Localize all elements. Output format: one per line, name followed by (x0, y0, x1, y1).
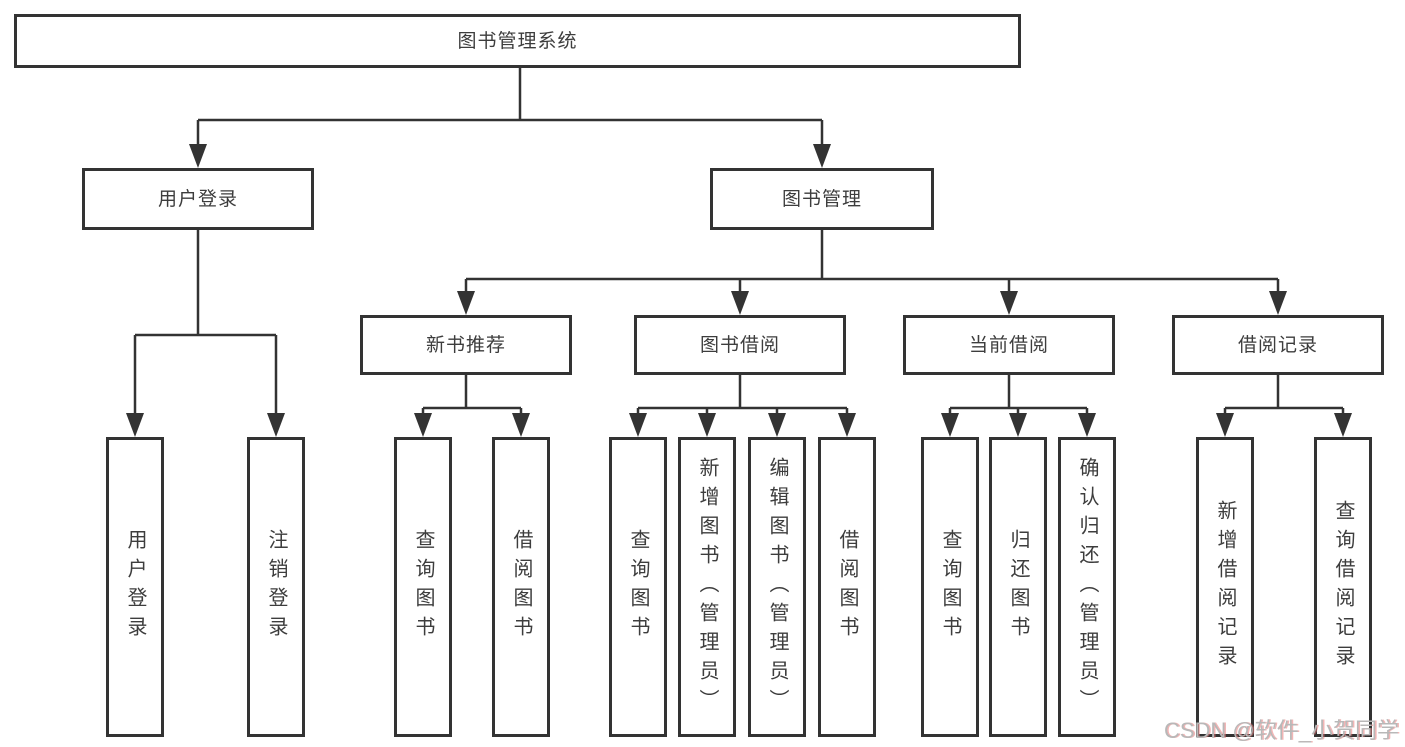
watermark-text: CSDN @软件_小贺同学 (1163, 718, 1399, 743)
node-root: 图书管理系统 (14, 14, 1021, 68)
node-current-borrowing-label: 当前借阅 (968, 334, 1049, 356)
leaf-add-book-admin-label: 新增图书（管理员） (696, 456, 718, 718)
leaf-borrow-books-borrowing-label: 借阅图书 (836, 529, 858, 645)
node-current-borrowing: 当前借阅 (903, 315, 1115, 375)
leaf-query-books-borrowing-label: 查询图书 (627, 529, 649, 645)
leaf-add-borrow-record-label: 新增借阅记录 (1214, 500, 1236, 674)
leaf-borrow-books-recommend-label: 借阅图书 (510, 529, 532, 645)
leaf-return-books-label: 归还图书 (1007, 529, 1029, 645)
leaf-borrow-books-recommend: 借阅图书 (492, 437, 550, 737)
node-user-login-label: 用户登录 (157, 188, 238, 210)
arrowhead-icons (126, 144, 1352, 437)
node-book-borrowing: 图书借阅 (634, 315, 846, 375)
node-book-management-label: 图书管理 (781, 188, 862, 210)
node-root-label: 图书管理系统 (457, 30, 578, 52)
leaf-query-books-recommend: 查询图书 (394, 437, 452, 737)
leaf-query-books-recommend-label: 查询图书 (412, 529, 434, 645)
leaf-user-login: 用户登录 (106, 437, 164, 737)
node-book-borrowing-label: 图书借阅 (699, 334, 780, 356)
leaf-query-books-current-label: 查询图书 (939, 529, 961, 645)
node-borrowing-records: 借阅记录 (1172, 315, 1384, 375)
leaf-user-login-label: 用户登录 (124, 529, 146, 645)
leaf-confirm-return-admin: 确认归还（管理员） (1058, 437, 1116, 737)
leaf-query-borrow-record: 查询借阅记录 (1314, 437, 1372, 737)
leaf-return-books: 归还图书 (989, 437, 1047, 737)
leaf-add-book-admin: 新增图书（管理员） (678, 437, 736, 737)
leaf-borrow-books-borrowing: 借阅图书 (818, 437, 876, 737)
leaf-edit-book-admin-label: 编辑图书（管理员） (766, 456, 788, 718)
leaf-logout: 注销登录 (247, 437, 305, 737)
leaf-logout-label: 注销登录 (265, 529, 287, 645)
leaf-query-books-current: 查询图书 (921, 437, 979, 737)
node-user-login: 用户登录 (82, 168, 314, 230)
leaf-confirm-return-admin-label: 确认归还（管理员） (1076, 456, 1098, 718)
node-new-book-recommendation-label: 新书推荐 (425, 334, 506, 356)
leaf-edit-book-admin: 编辑图书（管理员） (748, 437, 806, 737)
node-borrowing-records-label: 借阅记录 (1237, 334, 1318, 356)
node-new-book-recommendation: 新书推荐 (360, 315, 572, 375)
node-book-management: 图书管理 (710, 168, 934, 230)
leaf-query-books-borrowing: 查询图书 (609, 437, 667, 737)
leaf-add-borrow-record: 新增借阅记录 (1196, 437, 1254, 737)
leaf-query-borrow-record-label: 查询借阅记录 (1332, 500, 1354, 674)
